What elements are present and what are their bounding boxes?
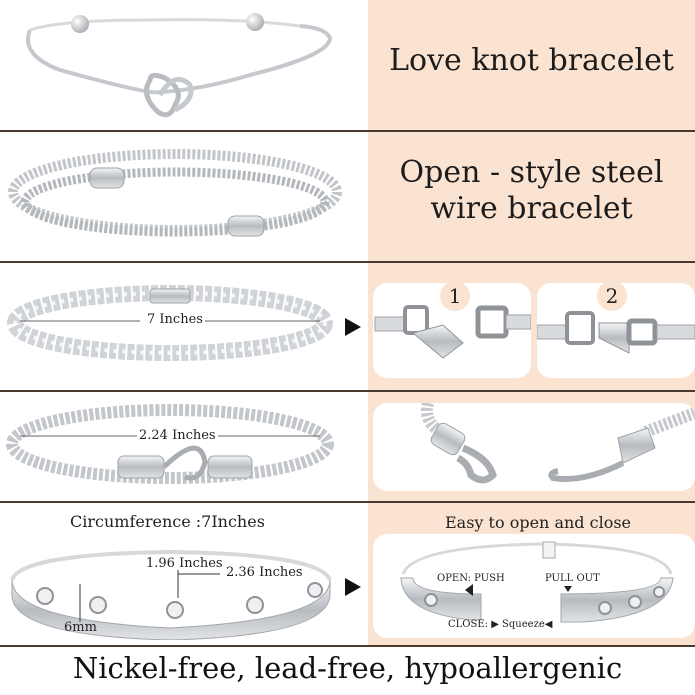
bangle-open-image [400,541,674,623]
divider-2 [0,261,695,263]
love-knot-bracelet-image [26,13,333,118]
tennis-length-label: 7 Inches [145,312,205,327]
cable-diameter-label: 2.24 Inches [137,428,218,443]
bangle-image [10,549,332,640]
divider-4 [0,501,695,503]
hook-clasp-panel [373,403,695,491]
pull-out-label: PULL OUT [545,573,600,584]
hook-clasp-image [421,403,695,484]
steel-wire-title-line2: wire bracelet [430,191,633,226]
divider-5 [0,645,695,647]
arrow-right-icon [345,318,361,336]
tennis-bracelet-image [7,285,333,361]
bangle-width-label: 1.96 Inches [146,556,223,571]
bangle-length-label: 2.36 Inches [226,565,303,580]
clasp-closed-image [537,311,695,354]
divider-3 [0,390,695,392]
easy-open-title: Easy to open and close [445,513,631,532]
close-squeeze-label: CLOSE: ▶ Squeeze◀ [448,619,553,630]
footer-text: Nickel-free, lead-free, hypoallergenic [72,651,623,685]
arrow-right-icon-2 [345,578,361,596]
circumference-label: Circumference :7Inches [70,512,265,531]
steel-wire-title-line1: Open - style steel [399,155,664,190]
clasp-open-image [374,305,531,359]
step-2-badge: 2 [597,281,627,311]
bangle-thickness-label: 6mm [64,620,97,635]
open-close-panel [373,534,695,638]
cable-bracelet-image [6,404,334,484]
open-push-label: OPEN: PUSH [437,573,505,584]
divider-1 [0,130,695,132]
steel-wire-bracelet-image [8,149,342,237]
love-knot-title: Love knot bracelet [389,43,674,78]
step-1-badge: 1 [440,281,470,311]
